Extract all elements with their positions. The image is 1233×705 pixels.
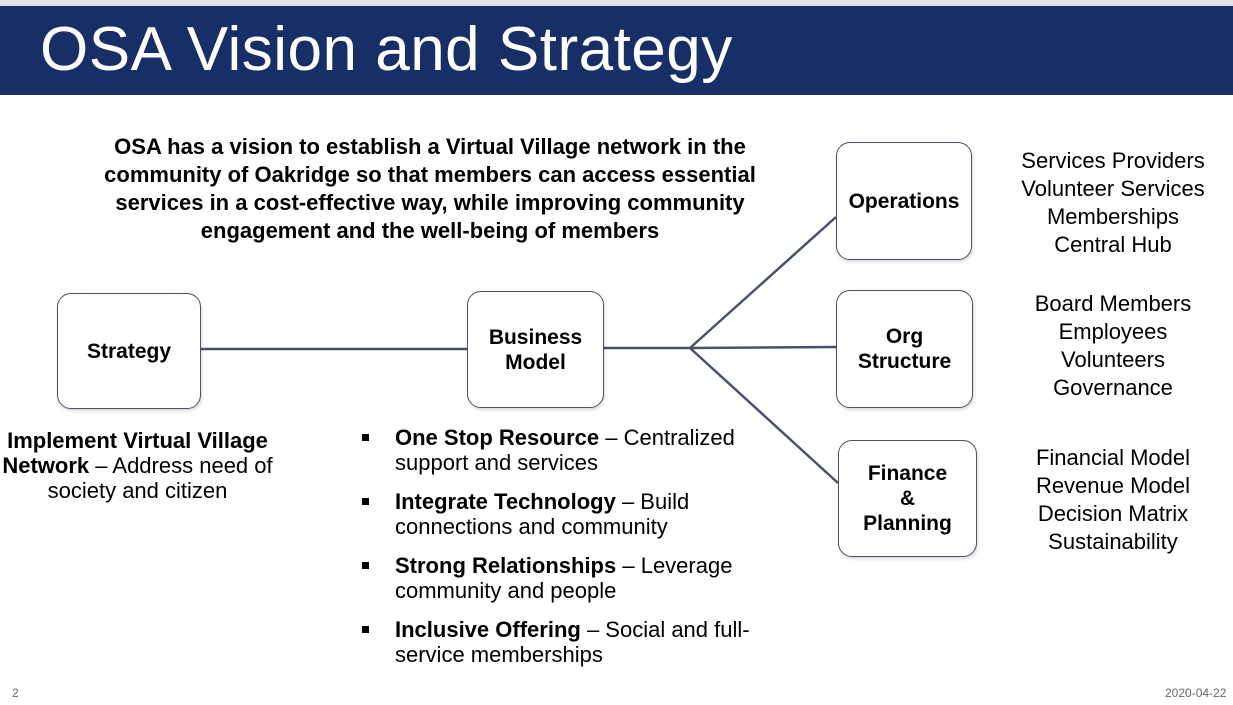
org-structure-box: Org Structure [836,290,973,408]
bullet-bold: Inclusive Offering [395,617,581,642]
strategy-box: Strategy [57,293,201,409]
list-item: Memberships [1046,204,1180,229]
finance-items: Financial Model Revenue Model Decision M… [1000,444,1226,556]
bullet-square-icon [362,626,369,633]
bullet-item: Strong Relationships – Leverage communit… [360,553,790,603]
business-model-bullets: One Stop Resource – Centralized support … [360,425,790,681]
list-item: Volunteer Services [1021,176,1205,201]
org-items: Board Members Employees Volunteers Gover… [1000,290,1226,402]
business-model-box: Business Model [467,291,604,408]
finance-box: Finance & Planning [838,440,977,557]
business-model-label: Business Model [488,325,583,374]
line-to-org [689,345,837,350]
operations-box: Operations [836,142,972,260]
strategy-description: Implement Virtual Village Network – Addr… [0,428,275,503]
bullet-item: Inclusive Offering – Social and full-ser… [360,617,790,667]
list-item: Central Hub [1054,232,1172,257]
list-item: Sustainability [1048,529,1178,554]
org-structure-label: Org Structure [857,325,952,373]
list-item: Financial Model [1035,445,1191,470]
bullet-square-icon [362,562,369,569]
top-strip [0,0,1233,6]
bullet-rest: – Centralized support and services [395,425,735,475]
line-to-operations [689,216,837,349]
bullet-rest: – Build connections and community [395,489,690,539]
operations-label: Operations [848,189,960,213]
slide-date: 2020-04-22 [1165,686,1227,700]
bullet-item: One Stop Resource – Centralized support … [360,425,790,475]
page-number: 2 [12,686,19,700]
bullet-rest: – Social and full-service memberships [395,617,750,667]
strategy-desc-bold: Implement Virtual Village Network [2,428,268,478]
slide-title: OSA Vision and Strategy [40,15,733,84]
ampersand-label: & [899,487,916,510]
list-item: Governance [1053,375,1173,400]
list-item: Volunteers [1061,347,1165,372]
planning-label: Planning [863,512,952,535]
finance-label: Finance [867,462,948,485]
list-item: Revenue Model [1035,473,1191,498]
operations-items: Services Providers Volunteer Services Me… [1000,147,1226,259]
vision-statement: OSA has a vision to establish a Virtual … [104,134,756,243]
bullet-bold: Integrate Technology [395,489,616,514]
list-item: Services Providers [1021,148,1205,173]
bullet-bold: Strong Relationships [395,553,617,578]
title-band [0,6,1233,95]
bullet-square-icon [362,434,369,441]
line-to-finance [689,347,839,484]
bullet-item: Integrate Technology – Build connections… [360,489,790,539]
bullet-rest: – Leverage community and people [395,553,733,603]
list-item: Decision Matrix [1037,501,1189,526]
bullet-bold: One Stop Resource [395,425,600,450]
strategy-label: Strategy [86,339,172,363]
list-item: Board Members [1034,291,1192,316]
bullet-square-icon [362,498,369,505]
strategy-desc-rest: – Address need of society and citizen [47,453,273,503]
list-item: Employees [1058,319,1168,344]
